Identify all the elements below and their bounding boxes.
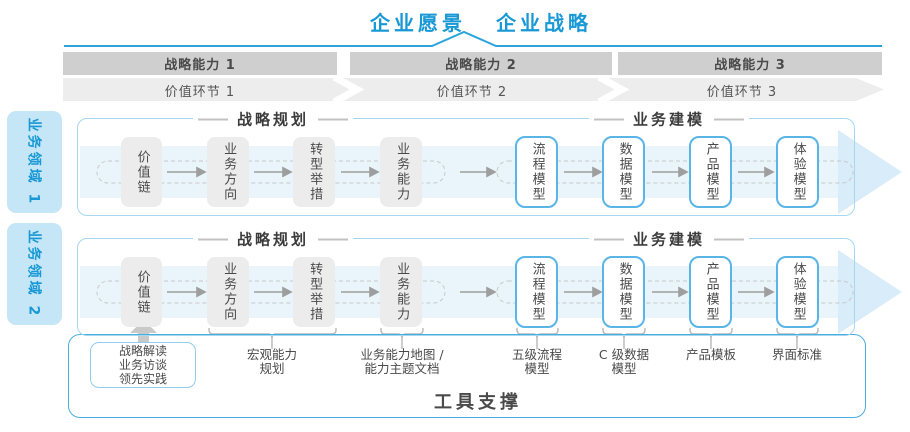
tool-support-container — [68, 334, 866, 418]
row1-flow-arrows — [167, 166, 775, 178]
annotation-line: 模型 — [611, 361, 637, 376]
annotation-line: 宏观能力 — [246, 347, 298, 362]
row1-box-experience-model: 体验模型 — [776, 136, 819, 208]
row1-box-business-capability: 业务能力 — [380, 137, 422, 207]
box-label: 转型举措 — [307, 142, 323, 202]
value-link-3: 价值环节 3 — [706, 85, 778, 100]
row1-modeling-header: 业务建模 — [588, 108, 750, 130]
row1-modeling-dashed-track — [496, 160, 854, 184]
box-label: 业务方向 — [221, 142, 237, 202]
annotation-data-model: C 级数据 模型 — [599, 348, 649, 376]
box-label: 产品模型 — [703, 262, 719, 322]
value-chain-band — [63, 78, 884, 101]
box-label: 产品模型 — [703, 142, 719, 202]
row2-box-business-capability: 业务能力 — [380, 257, 422, 327]
row1-planning-header: 战略规划 — [192, 108, 354, 130]
box-label: 流程模型 — [529, 142, 545, 202]
annotation-line: 业务能力地图 / — [360, 347, 444, 362]
row2-flow-arrows — [167, 286, 775, 298]
box-label: 数据模型 — [616, 142, 632, 202]
box-label: 价值链 — [134, 269, 150, 315]
header-line — [593, 238, 624, 240]
box-label: 体验模型 — [790, 262, 806, 322]
annotation-line: 界面标准 — [771, 347, 823, 362]
row2-planning-header-label: 战略规划 — [236, 230, 310, 249]
row2-box-experience-model: 体验模型 — [776, 256, 819, 328]
header-line — [593, 118, 624, 120]
row2-modeling-dashed-track — [496, 280, 854, 304]
box-label: 业务能力 — [394, 262, 410, 322]
value-link-2: 价值环节 2 — [436, 85, 508, 100]
box-label: 数据模型 — [616, 262, 632, 322]
row1-planning-header-label: 战略规划 — [236, 110, 310, 129]
row1-box-data-model: 数据模型 — [602, 136, 645, 208]
box-label: 转型举措 — [307, 262, 323, 322]
practice-line: 战略解读 — [118, 344, 167, 358]
practice-annotation-box: 战略解读 业务访谈 领先实践 — [90, 342, 196, 388]
box-label: 流程模型 — [529, 262, 545, 322]
annotation-line: 五级流程 — [511, 347, 563, 362]
box-label: 业务方向 — [221, 262, 237, 322]
annotation-product-template: 产品模板 — [686, 348, 736, 362]
row2-box-process-model: 流程模型 — [515, 256, 558, 328]
row1-box-business-direction: 业务方向 — [207, 137, 249, 207]
row1-planning-dashed-track — [96, 160, 446, 184]
practice-line: 领先实践 — [118, 372, 167, 386]
row2-frame: 战略规划 业务建模 — [77, 228, 855, 336]
value-link-1: 价值环节 1 — [164, 85, 236, 100]
header-line — [197, 118, 228, 120]
row1-box-value-chain: 价值链 — [121, 137, 162, 207]
row2-box-value-chain: 价值链 — [121, 257, 162, 327]
chevron-separator-icon — [332, 73, 365, 106]
annotation-line: 能力主题文档 — [364, 361, 440, 376]
domain-tab-1-label: 业务领域 1 — [25, 117, 42, 207]
annotation-ui-standard: 界面标准 — [772, 348, 822, 362]
chevron-separator-icon — [597, 73, 630, 106]
practice-line: 业务访谈 — [118, 358, 167, 372]
row1-frame: 战略规划 业务建模 — [77, 108, 855, 216]
capability-bar-1: 战略能力 1 — [63, 52, 337, 75]
strategy-title: 企业战略 — [496, 11, 592, 35]
header-line — [197, 238, 228, 240]
annotation-line: 规划 — [259, 361, 285, 376]
row2-box-data-model: 数据模型 — [602, 256, 645, 328]
row2-box-business-direction: 业务方向 — [207, 257, 249, 327]
box-label: 体验模型 — [790, 142, 806, 202]
row1-box-process-model: 流程模型 — [515, 136, 558, 208]
row2-modeling-header-label: 业务建模 — [632, 230, 706, 249]
annotation-line: 产品模板 — [685, 347, 737, 362]
row2-modeling-header: 业务建模 — [588, 228, 750, 250]
capability-bar-3: 战略能力 3 — [618, 52, 882, 75]
row2-box-transformation-initiatives: 转型举措 — [293, 257, 335, 327]
annotation-line: 模型 — [524, 361, 550, 376]
vision-underline-with-peak — [64, 30, 882, 47]
annotation-process-model: 五级流程 模型 — [512, 348, 562, 376]
capability-bar-2: 战略能力 2 — [350, 52, 612, 75]
annotation-macro-capability: 宏观能力 规划 — [247, 348, 297, 376]
box-label: 价值链 — [134, 149, 150, 195]
header-line — [714, 118, 745, 120]
row2-box-product-model: 产品模型 — [689, 256, 732, 328]
row2-planning-header: 战略规划 — [192, 228, 354, 250]
tool-support-title: 工具支撑 — [434, 392, 522, 413]
box-label: 业务能力 — [394, 142, 410, 202]
row1-box-transformation-initiatives: 转型举措 — [293, 137, 335, 207]
up-arrow-icon — [130, 320, 157, 344]
header-line — [318, 238, 349, 240]
annotation-brackets — [208, 328, 819, 349]
domain-tab-2: 业务领域 2 — [7, 223, 62, 325]
row1-modeling-header-label: 业务建模 — [632, 110, 706, 129]
annotation-line: C 级数据 — [598, 347, 650, 362]
domain-tab-1: 业务领域 1 — [7, 111, 62, 213]
domain-tab-2-label: 业务领域 2 — [25, 229, 42, 319]
annotation-capability-map: 业务能力地图 / 能力主题文档 — [360, 348, 443, 376]
header-line — [318, 118, 349, 120]
vision-title: 企业愿景 — [370, 11, 466, 35]
row1-box-product-model: 产品模型 — [689, 136, 732, 208]
header-line — [714, 238, 745, 240]
row2-planning-dashed-track — [96, 280, 446, 304]
